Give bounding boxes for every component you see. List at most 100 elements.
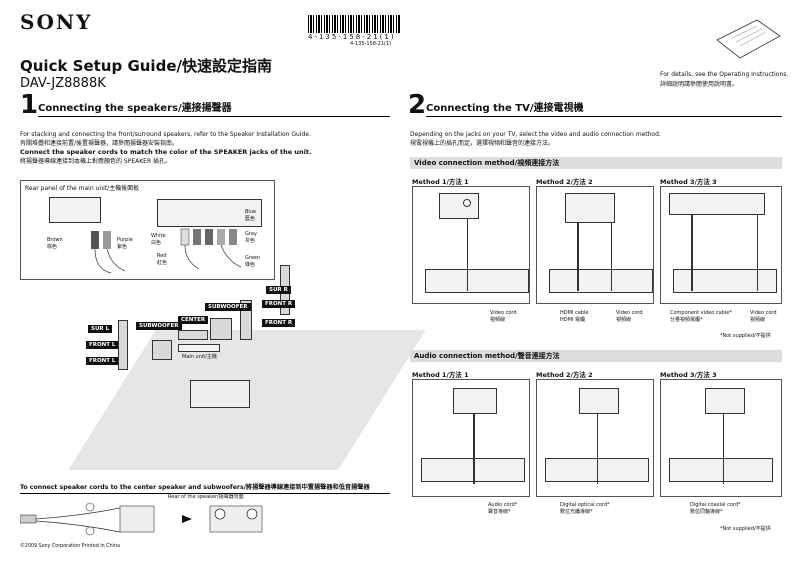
tv-video-port xyxy=(463,199,471,207)
section-1-title: Connecting the speakers/連接揚聲器 xyxy=(38,99,390,117)
details-note-en: For details, see the Operating Instructi… xyxy=(660,71,789,78)
audio-method-1-diagram xyxy=(412,379,530,497)
sony-logo: SONY xyxy=(20,10,93,34)
label-gray: Gray 灰色 xyxy=(245,231,257,245)
green-en: Green xyxy=(245,255,261,261)
plugs-illustration xyxy=(91,228,242,274)
tv-jack-panel xyxy=(439,193,479,219)
main-unit-label: Main unit/主機 xyxy=(182,354,217,360)
not-supplied-note-video: *Not supplied/不提供 xyxy=(720,333,771,339)
instruction-en: Connect the speaker cords to match the c… xyxy=(20,148,312,156)
instruction-zh: 將揚聲器導線連接到本機上對應顏色的 SPEAKER 插孔。 xyxy=(20,158,172,165)
audio-method-2-label: Method 2/方法 2 xyxy=(536,371,593,379)
video-cord-3-en: Video cord xyxy=(750,310,777,316)
tag-center: CENTER xyxy=(178,316,209,324)
speaker-jack-right xyxy=(157,199,262,227)
details-note: For details, see the Operating Instructi… xyxy=(660,70,788,90)
red-en: Red xyxy=(157,253,167,259)
video-cord-1-label: Video cord 視頻線 xyxy=(490,310,517,324)
tv-optical-panel xyxy=(579,388,619,414)
video-method-2-diagram xyxy=(536,186,654,304)
barcode xyxy=(308,15,400,33)
tv-audio-out-panel xyxy=(453,388,497,414)
audio-cord-line xyxy=(473,414,475,484)
component-cable-label: Component video cable* 分量視頻電纜* xyxy=(670,310,732,324)
label-purple: Purple 紫色 xyxy=(117,237,133,251)
tag-front-r-top: FRONT R xyxy=(262,300,296,308)
video-cord-3-label: Video cord 視頻線 xyxy=(750,310,777,324)
section-2-number: 2 xyxy=(408,90,427,120)
hdmi-cable-label: HDMI cable HDMI 電纜 xyxy=(560,310,588,324)
video-method-3-label: Method 3/方法 3 xyxy=(660,178,717,186)
tag-sur-r: SUR R xyxy=(266,286,291,294)
tag-sur-l: SUR L xyxy=(88,325,113,333)
component-cable-zh: 分量視頻電纜* xyxy=(670,317,703,323)
tag-subwoofer: SUBWOOFER xyxy=(136,322,182,330)
coaxial-cord-zh: 數位同軸導線* xyxy=(690,509,723,515)
label-white: White 白色 xyxy=(151,233,166,247)
video-cord-2-label: Video cord 視頻線 xyxy=(616,310,643,324)
video-method-bar: Video connection method/視頻連接方法 xyxy=(410,157,782,169)
speaker-sur-l xyxy=(118,320,128,370)
purple-zh: 紫色 xyxy=(117,244,128,250)
purple-en: Purple xyxy=(117,237,133,243)
video-method-2-label: Method 2/方法 2 xyxy=(536,178,593,186)
audio-cord-zh: 聲音導線* xyxy=(488,509,511,515)
video-cord-3-zh: 視頻線 xyxy=(750,317,766,323)
video-cord-line-3 xyxy=(757,215,758,291)
copyright: ©2009 Sony Corporation Printed in China xyxy=(20,544,120,549)
white-en: White xyxy=(151,233,166,239)
hdmi-cable-line xyxy=(577,223,579,291)
tv-intro-zh: 視電視機上的插孔而定，選擇視頻和聲音的連接方法。 xyxy=(410,140,555,147)
label-blue: Blue 藍色 xyxy=(245,209,256,223)
part-number: 4-135-158-21(1) xyxy=(350,41,392,47)
subwoofer-right xyxy=(210,318,232,340)
coaxial-cord-label: Digital coaxial cord* 數位同軸導線* xyxy=(690,502,741,516)
component-cable-en: Component video cable* xyxy=(670,310,732,316)
gray-zh: 灰色 xyxy=(245,238,256,244)
audio-method-3-label: Method 3/方法 3 xyxy=(660,371,717,379)
audio-method-bar: Audio connection method/聲音連接方法 xyxy=(410,350,782,362)
tag-front-r: FRONT R xyxy=(262,319,296,327)
tv-coaxial-panel xyxy=(705,388,745,414)
audio-method-1-label: Method 1/方法 1 xyxy=(412,371,469,379)
speaker-cord-illustration xyxy=(20,502,263,536)
gray-en: Gray xyxy=(245,231,257,237)
blue-en: Blue xyxy=(245,209,257,215)
video-cord-1-zh: 視頻線 xyxy=(490,317,506,323)
intro-en: For stacking and connecting the front/su… xyxy=(20,131,311,138)
blue-zh: 藍色 xyxy=(245,216,256,222)
label-red: Red 紅色 xyxy=(157,253,167,267)
rear-panel-box: Rear panel of the main unit/主機後面板 Brown … xyxy=(20,180,275,280)
video-method-1-label: Method 1/方法 1 xyxy=(412,178,469,186)
page-title: Quick Setup Guide/快速設定指南 xyxy=(20,57,272,75)
barcode-number: 4-135-158-21(1) xyxy=(308,33,396,41)
audio-cord-label: Audio cord* 聲音導線* xyxy=(488,502,517,516)
unit-rear-panel xyxy=(425,269,529,293)
tv-component-panel xyxy=(669,193,765,215)
section-2-title: Connecting the TV/連接電視機 xyxy=(426,99,782,117)
unit-rear-panel-2 xyxy=(549,269,653,293)
tv-hdmi-panel xyxy=(565,193,615,223)
video-cord-line xyxy=(467,219,468,291)
label-green: Green 綠色 xyxy=(245,255,260,269)
audio-method-3-diagram xyxy=(660,379,782,497)
details-note-zh: 詳細說明請參閱使用說明書。 xyxy=(660,81,739,88)
subwoofer-left xyxy=(152,340,172,360)
unit-rear-panel-6 xyxy=(669,458,773,482)
label-brown: Brown 棕色 xyxy=(47,237,63,251)
center-subwoofer-heading: To connect speaker cords to the center s… xyxy=(20,482,390,494)
video-cord-2-en: Video cord xyxy=(616,310,643,316)
hdmi-cable-en: HDMI cable xyxy=(560,310,589,316)
section-1-intro: For stacking and connecting the front/su… xyxy=(20,130,390,166)
video-cord-line-2 xyxy=(611,223,612,291)
coaxial-cord-en: Digital coaxial cord* xyxy=(690,502,741,508)
optical-cord-en: Digital optical cord* xyxy=(560,502,610,508)
model-name: DAV-JZ8888K xyxy=(20,76,106,91)
speaker-jack-left xyxy=(49,197,101,223)
video-cord-2-zh: 視頻線 xyxy=(616,317,632,323)
video-method-3-diagram xyxy=(660,186,782,304)
video-method-1-diagram xyxy=(412,186,530,304)
coaxial-cord-line xyxy=(723,414,724,484)
sofa xyxy=(190,380,250,408)
